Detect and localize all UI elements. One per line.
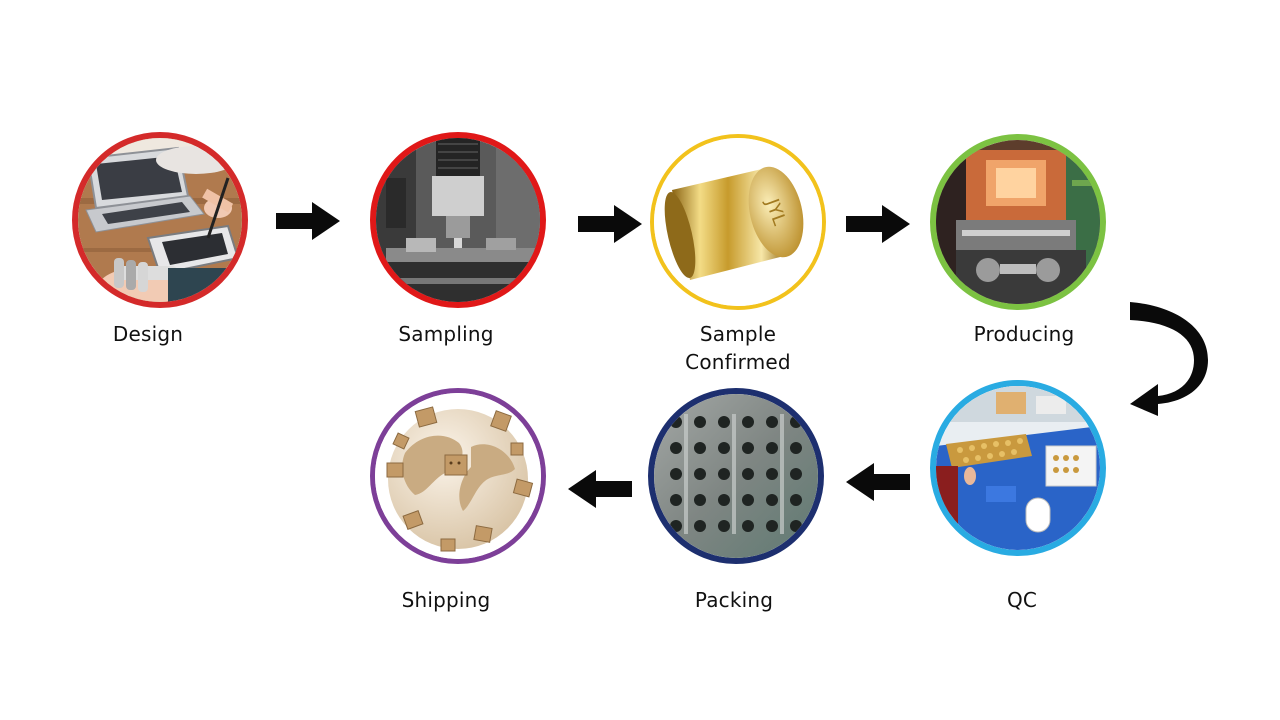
arrow-left-icon — [846, 463, 910, 501]
step-sampling-image — [370, 132, 546, 308]
step-label-sample-confirmed: Sample Confirmed — [628, 320, 848, 376]
step-shipping-image — [370, 388, 546, 564]
designer-laptop-tablet-icon — [78, 138, 242, 302]
packing-tray-icon — [654, 394, 818, 558]
label-line-2: Confirmed — [685, 350, 791, 374]
step-label-qc: QC — [1006, 588, 1038, 612]
step-design-image — [72, 132, 248, 308]
arrow-left-icon — [568, 470, 632, 508]
step-label-sampling: Sampling — [398, 322, 494, 346]
step-label-packing: Packing — [694, 588, 774, 612]
production-machine-icon — [936, 140, 1100, 304]
curved-arrow-down-left-icon — [1128, 298, 1212, 430]
globe-boxes-icon — [375, 393, 541, 559]
step-producing-image — [930, 134, 1106, 310]
arrow-right-icon — [276, 202, 340, 240]
gold-cylinder-icon: JYL — [654, 138, 822, 306]
step-label-shipping: Shipping — [401, 588, 491, 612]
inspection-table-icon — [936, 386, 1100, 550]
label-line-1: Sample — [699, 322, 777, 346]
step-sample-confirmed-image: JYL — [650, 134, 826, 310]
step-label-design: Design — [112, 322, 184, 346]
arrow-right-icon — [846, 205, 910, 243]
step-label-producing: Producing — [973, 322, 1075, 346]
arrow-right-icon — [578, 205, 642, 243]
step-packing-image — [648, 388, 824, 564]
cnc-machine-icon — [376, 138, 540, 302]
step-qc-image — [930, 380, 1106, 556]
